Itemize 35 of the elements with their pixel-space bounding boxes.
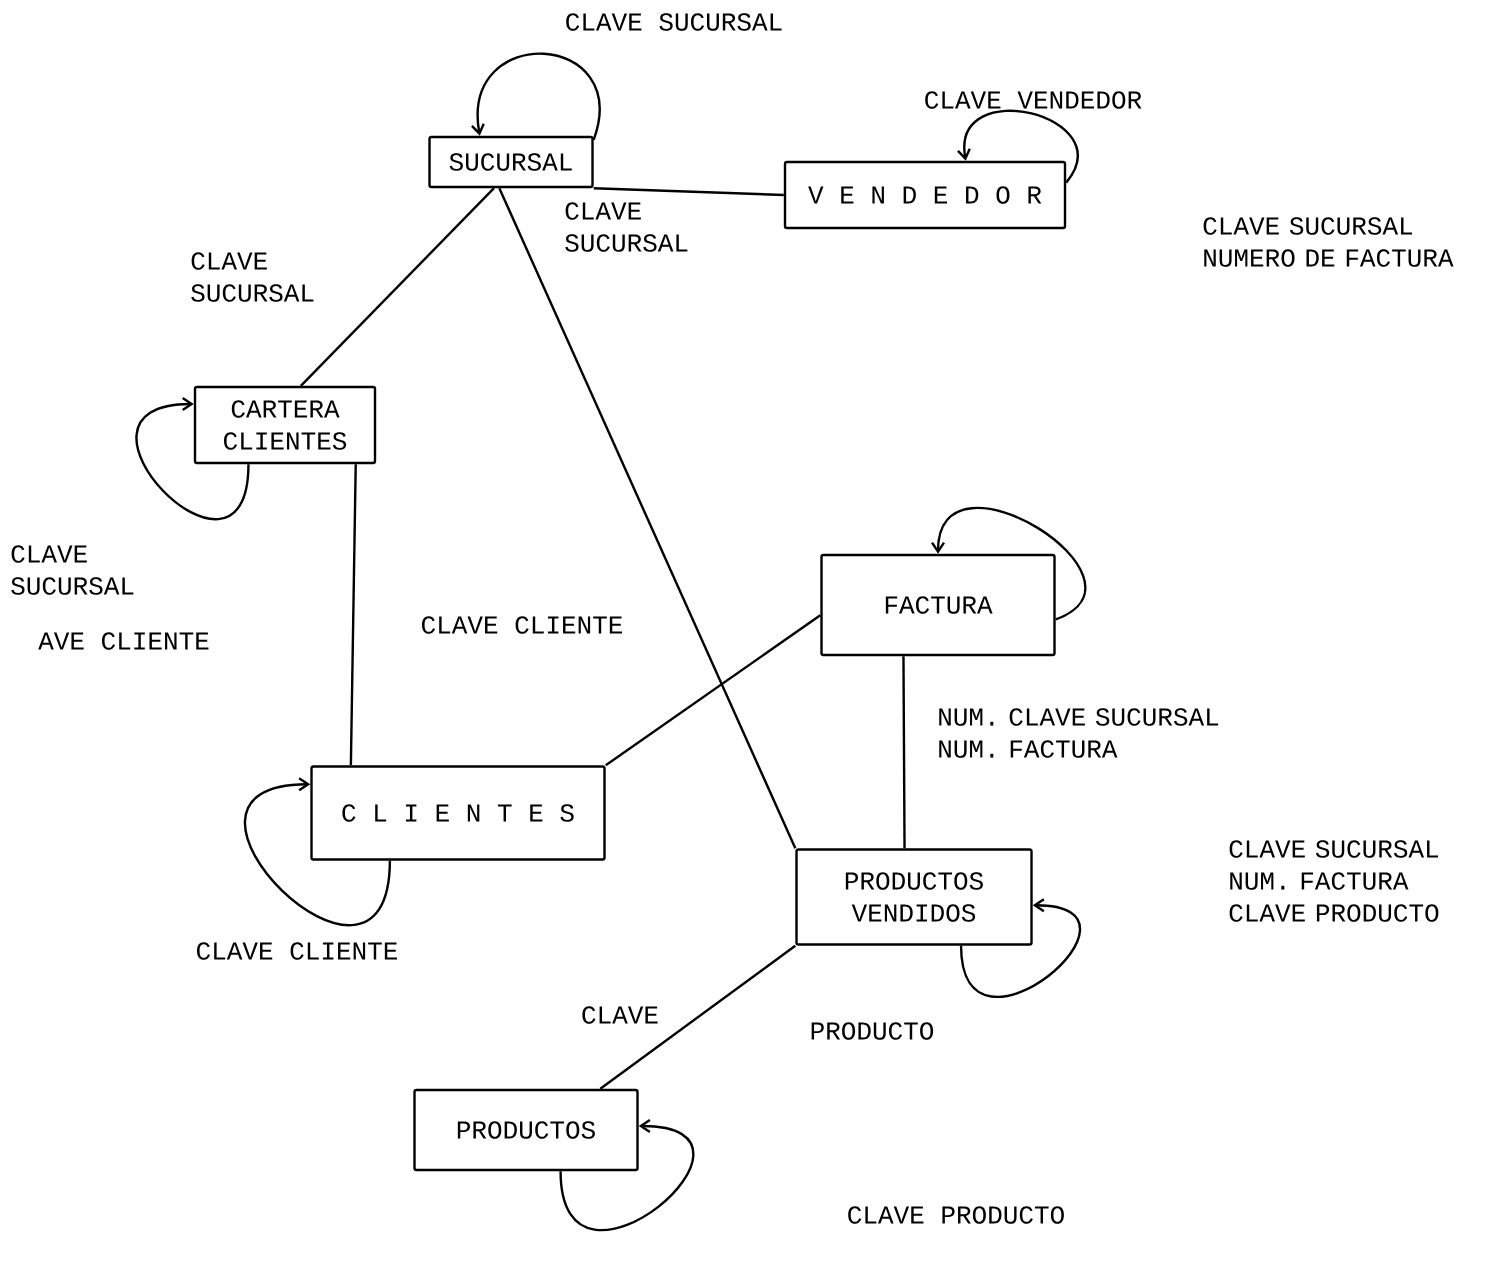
- key-label: CLAVE VENDEDOR: [925, 91, 1142, 109]
- loop-arrow: [959, 898, 1082, 998]
- key-label: AVE CLIENTE: [38, 632, 209, 650]
- key-label: CLAVE CLIENTE: [422, 616, 623, 634]
- loop-arrow: [559, 1119, 695, 1231]
- key-label: CLAVE SUCURSAL: [191, 252, 314, 302]
- entity-box: SUCURSAL: [428, 135, 594, 189]
- connector-line: [599, 944, 797, 1090]
- loop-arrow: [957, 109, 1079, 184]
- key-label: CLAVE SUCURSAL: [565, 202, 688, 252]
- key-label: CLAVE SUCURSAL NUMERO DE FACTURA: [1203, 217, 1454, 267]
- key-label: CLAVE SUCURSAL NUM. FACTURA CLAVE PRODUCTO: [1229, 840, 1439, 922]
- entity-box: C L I E N T E S: [310, 765, 606, 861]
- key-label: NUM. CLAVE SUCURSAL NUM. FACTURA: [939, 708, 1219, 758]
- key-label: CLAVE CLIENTE: [197, 942, 398, 960]
- entity-box: FACTURA: [820, 553, 1056, 657]
- loop-arrow: [931, 507, 1086, 621]
- key-label: CLAVE SUCURSAL: [566, 13, 782, 31]
- connector-line: [300, 187, 495, 387]
- connector-line: [349, 464, 357, 766]
- entity-box: CARTERA CLIENTES: [193, 385, 377, 465]
- loop-arrow: [244, 777, 392, 926]
- entity-box: PRODUCTOS: [413, 1088, 639, 1172]
- connector-line: [605, 614, 821, 767]
- key-label: CLAVE SUCURSAL: [11, 545, 134, 595]
- entity-box: V E N D E D O R: [783, 160, 1067, 230]
- key-label: CLAVE: [582, 1006, 658, 1024]
- key-label: PRODUCTO: [811, 1022, 934, 1040]
- connector-line: [498, 187, 797, 849]
- loop-arrow: [471, 52, 601, 141]
- key-label: CLAVE PRODUCTO: [848, 1206, 1064, 1224]
- connector-line: [902, 656, 906, 849]
- loop-arrow: [135, 396, 250, 521]
- connector-line: [593, 187, 784, 197]
- entity-box: PRODUCTOS VENDIDOS: [795, 848, 1033, 946]
